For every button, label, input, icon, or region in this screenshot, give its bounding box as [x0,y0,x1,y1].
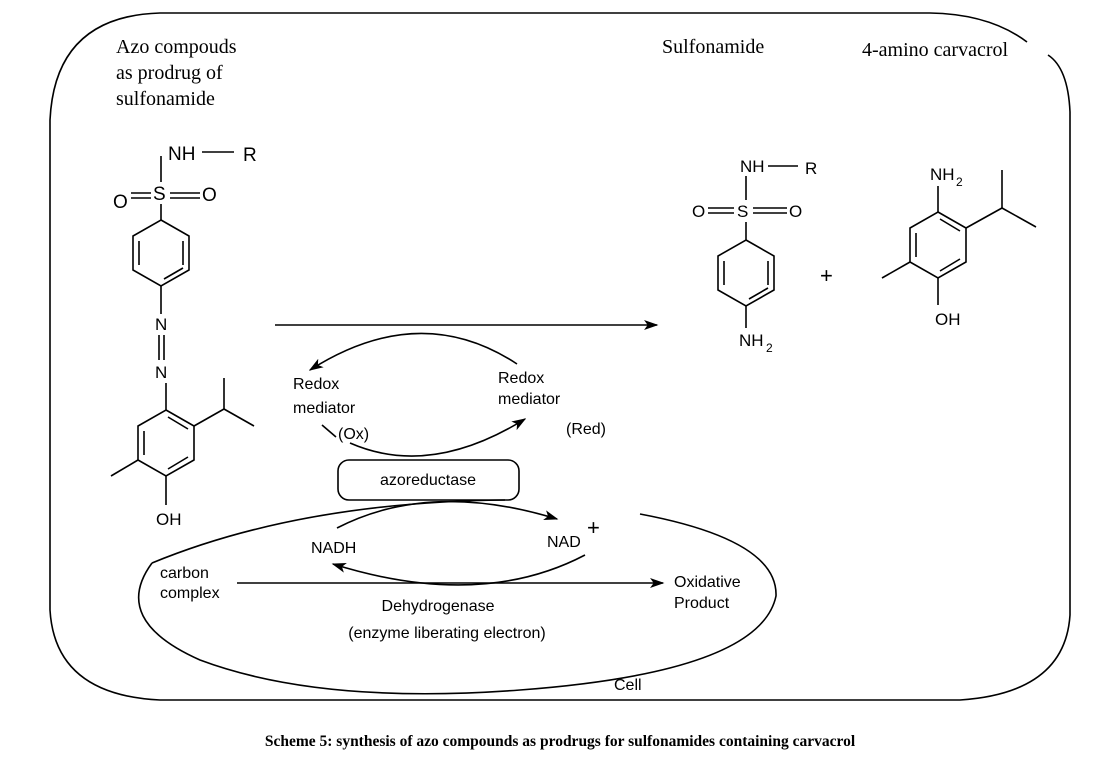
svg-text:S: S [737,202,748,221]
svg-text:O: O [692,202,705,221]
svg-text:NH: NH [168,144,195,165]
svg-text:OH: OH [156,510,182,529]
sulfonamide-structure: NH R O S O NH 2 [692,157,817,355]
svg-text:R: R [805,159,817,178]
svg-text:NH: NH [740,157,765,176]
svg-text:O: O [202,185,217,206]
nadh-label: NADH [311,540,356,557]
azo-prodrug-structure: NH R O S O N N OH [110,144,257,529]
sulfonamide-title: Sulfonamide [662,36,764,58]
azoreductase-label: azoreductase [380,472,476,489]
svg-text:2: 2 [956,175,963,189]
carbon-complex-label: carbon complex [160,565,220,602]
svg-text:N: N [155,315,167,334]
oxidative-product-label: Oxidative Product [674,574,745,612]
redox-arrow-to-ox [308,332,518,371]
svg-text:O: O [789,202,802,221]
svg-text:2: 2 [766,341,773,355]
nad-charge: + [587,515,600,540]
redox-arrow-to-red [349,418,527,457]
plus-sign: + [820,263,833,288]
svg-text:S: S [153,184,166,205]
svg-text:R: R [243,145,257,166]
ox-tick [321,424,337,438]
svg-text:NH: NH [930,165,955,184]
svg-text:OH: OH [935,310,961,329]
dehydrogenase-note: (enzyme liberating electron) [348,625,545,642]
nad-label: NAD [547,534,581,551]
amino-carvacrol-structure: NH 2 OH [881,165,1037,329]
svg-text:N: N [155,363,167,382]
cell-label: Cell [614,677,642,694]
nad-to-nadh-arrow [331,554,586,586]
redox-mediator-red: Redox mediator (Red) [498,370,606,438]
azoreductase-box [337,459,520,501]
prodrug-title: Azo compouds as prodrug of sulfonamide [116,36,242,110]
outer-frame [49,12,1071,701]
carvacrol-title: 4-amino carvacrol [862,39,1008,61]
dehydrogenase-label: Dehydrogenase [382,598,495,615]
nadh-to-nad-arrow [336,500,559,529]
svg-text:O: O [113,192,128,213]
figure-caption: Scheme 5: synthesis of azo compounds as … [265,733,856,750]
redox-mediator-ox: Redox mediator (Ox) [293,376,369,443]
svg-text:NH: NH [739,331,764,350]
